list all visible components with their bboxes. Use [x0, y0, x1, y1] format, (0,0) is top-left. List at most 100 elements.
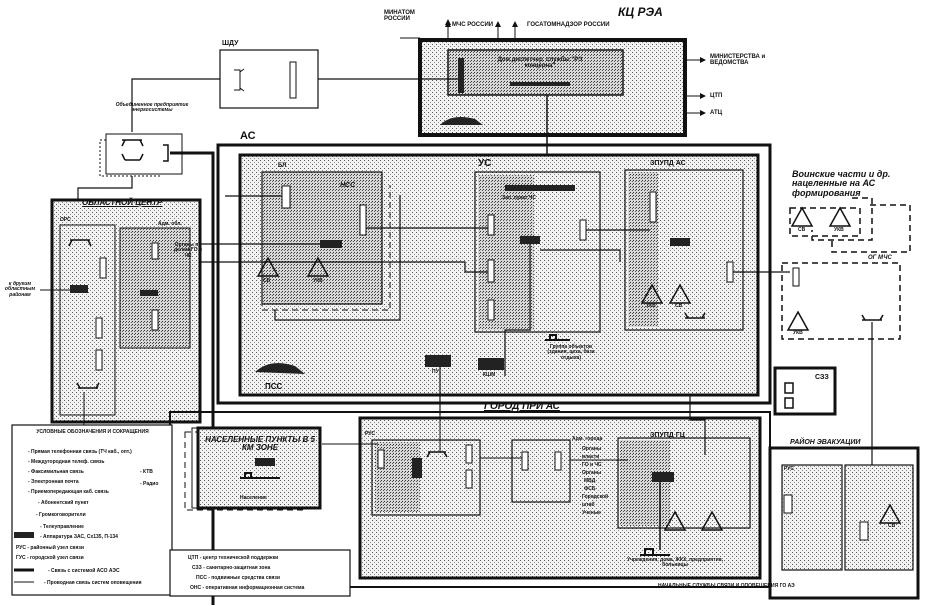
legend-item: - Прямая телефонная связь (ТЧ каб., опт.…	[28, 449, 132, 455]
antenna-icon	[640, 283, 664, 304]
antenna-icon	[878, 503, 902, 524]
abbrev-item: ОНС - оперативная информационная система	[190, 585, 305, 591]
szz-block	[773, 366, 837, 416]
footer-caption: НАЧАЛЬНЫЕ СЛУЖБЫ СВЯЗИ И ОПОВЕЩЕНИЯ ГО А…	[658, 583, 795, 589]
kc-rea-inner-label: Дом диспетчер. службы "РЭ концерна"	[497, 57, 583, 70]
antenna-icon	[700, 510, 724, 531]
military-block	[789, 197, 911, 253]
city-body: Органы	[582, 446, 602, 452]
city-admin: Адм. города	[572, 436, 603, 442]
city-body: Ученые	[582, 510, 601, 516]
antenna-icon	[306, 256, 330, 277]
zupd-as-title: ЗПУПД АС	[650, 160, 686, 167]
car-icon	[440, 117, 483, 125]
kc-rea-title: КЦ РЭА	[618, 5, 663, 19]
legend-item: ГУС - городской узел связи	[16, 555, 84, 561]
vehicle-icon	[478, 358, 504, 370]
abbrev-frame	[169, 549, 351, 597]
groups-label: Группа объектов (здания, цеха, база отды…	[547, 344, 595, 361]
military-antenna-label: СВ	[798, 227, 806, 233]
legend-item: - Факсимильная связь	[28, 469, 84, 475]
bl-title: БЛ	[278, 163, 287, 169]
legend-item: - Громкоговорители	[36, 512, 86, 518]
abbrev-item: ЦТП - центр технической поддержки	[188, 555, 279, 561]
regional-center-ors: ОРС	[60, 217, 71, 223]
as-block	[120, 143, 790, 415]
city-bottom-label: Учреждения, дома, ЖКХ, предприятия, боль…	[626, 557, 724, 569]
military-antenna-label: УКВ	[834, 227, 844, 233]
vehicle-icon	[425, 355, 451, 367]
us-title: УС	[478, 158, 492, 169]
regional-center-block	[40, 198, 202, 430]
vehicle-label: ПУ	[432, 369, 439, 375]
regional-center-external: к другим областным районам	[4, 281, 36, 298]
city-body: Органы	[582, 470, 602, 476]
phone-icon	[234, 68, 245, 92]
legend-side-item: - КТВ	[140, 469, 153, 475]
bl-antenna-label: УКВ	[313, 278, 323, 284]
shdu-title: ШДУ	[222, 40, 239, 47]
legend-frame	[11, 424, 173, 596]
city-body: МВД	[584, 478, 596, 484]
legend-item: - Телеуправление	[40, 524, 84, 530]
vehicle-label: КШМ	[483, 372, 496, 378]
car-icon	[255, 363, 305, 374]
output-minatom: МИНАТОМ РОССИИ	[384, 10, 415, 23]
legend-item: - Абонентский пункт	[38, 500, 89, 506]
city-body: власти	[582, 454, 600, 460]
evacuation-block	[768, 446, 920, 600]
city-zupd-title: ЗПУПД ГЦ	[650, 432, 685, 439]
legend-item: - Приемопередающая каб. связь	[28, 489, 109, 495]
abbrev-item: ПСС - подвижные средства связи	[196, 575, 280, 581]
legend-title: УСЛОВНЫЕ ОБОЗНАЧЕНИЯ И СОКРАЩЕНИЯ	[36, 429, 149, 435]
output-atc: АТЦ	[710, 110, 723, 116]
city-block	[169, 395, 771, 588]
as-title: АС	[240, 130, 256, 142]
city-rus: РУС	[365, 431, 375, 437]
military-title: Воинские части и др. нацеленные на АС фо…	[792, 169, 891, 198]
nss-label: НСС	[340, 182, 356, 189]
legend-item: - Междугородная телеф. связь	[28, 459, 105, 465]
regional-center-bodies: Органы по делам ГО и ЧС	[173, 242, 203, 259]
legend-item: - Связь с системой АСО АЭС	[48, 568, 120, 574]
legend-item: - Электронная почта	[28, 479, 79, 485]
og-mchs-antenna-label: УКВ	[793, 330, 803, 336]
antenna-icon	[828, 206, 852, 227]
antenna-icon	[668, 283, 692, 304]
bl-antenna-label: СВ	[263, 278, 271, 284]
zupd-antenna-label: УКВ	[646, 303, 656, 309]
output-gosatomnadzor: ГОСАТОМНАДЗОР РОССИИ	[527, 22, 610, 28]
antenna-icon	[256, 256, 280, 277]
legend-item: РУС - районный узел связи	[16, 545, 84, 551]
zupd-antenna-label: СВ	[675, 303, 683, 309]
output-mchs: МЧС РОССИИ	[452, 22, 494, 28]
shdu-block	[131, 49, 458, 132]
output-ctp: ЦТП	[710, 93, 723, 99]
legend-item: - Аппаратура ЗАС, Сх135, П-134	[40, 534, 118, 540]
szz-title: СЗЗ	[815, 374, 829, 381]
city-body: штаб	[582, 502, 595, 508]
city-body: ФСБ	[584, 486, 596, 492]
og-mchs-title: ОГ МЧС	[868, 255, 892, 261]
evacuation-antenna-label: СВ	[888, 523, 896, 529]
city-title: ГОРОД ПРИ АС	[484, 401, 560, 412]
city-body: ГО и ЧС	[582, 462, 602, 468]
antenna-icon	[786, 310, 810, 331]
regional-center-adm: Адм. обл.	[158, 221, 182, 227]
pss-label: ПСС	[265, 382, 283, 391]
og-mchs-block	[781, 262, 901, 465]
regional-center-title: ОБЛАСТНОЙ ЦЕНТР	[82, 198, 163, 207]
settlements-sub: Население	[240, 495, 267, 501]
antenna-icon	[790, 206, 814, 227]
kc-rea-block	[400, 19, 706, 190]
antenna-icon	[663, 510, 687, 531]
evacuation-rus: РУС	[784, 466, 794, 472]
output-ministries: МИНИСТЕРСТВА и ВЕДОМСТВА	[710, 54, 766, 67]
settlements-title: НАСЕЛЕННЫЕ ПУНКТЫ В 5 КМ ЗОНЕ	[205, 435, 315, 453]
us-inner-label: Зап. пункт ЧС	[502, 195, 536, 201]
joint-enterprise-title: Объединенное предприятие энергосистемы	[115, 102, 189, 114]
evacuation-title: РАЙОН ЭВАКУАЦИИ	[790, 439, 861, 446]
legend-item: - Проводная связь систем оповещения	[44, 580, 142, 586]
city-body: Городской	[582, 494, 609, 500]
